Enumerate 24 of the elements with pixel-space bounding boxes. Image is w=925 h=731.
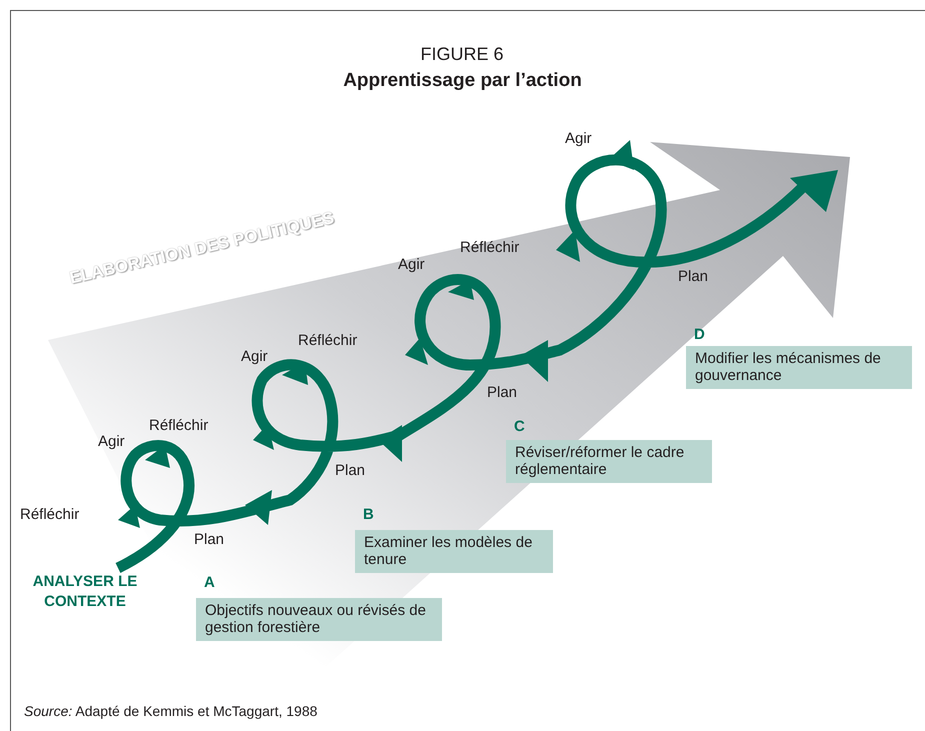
step-letter: B [363, 506, 374, 523]
figure-title: Apprentissage par l’action [342, 70, 583, 92]
stage-label: Agir [565, 131, 592, 148]
stage-label: Agir [398, 257, 425, 274]
text-box: Examiner les modèles de tenure [355, 530, 553, 572]
start-label: ANALYSER LE CONTEXTE [32, 572, 138, 612]
stage-label: Plan [335, 463, 366, 480]
step-letter: A [204, 574, 215, 591]
stage-label: Plan [487, 385, 518, 402]
step-letter: C [514, 418, 525, 435]
text-box: Modifier les mécanismes de gouvernance [686, 346, 912, 388]
stage-label: Agir [241, 349, 268, 366]
text-box: Réviser/réformer le cadre réglementaire [506, 440, 712, 482]
stage-label: Agir [98, 434, 125, 450]
stage-label: Réfléchir [298, 333, 358, 350]
figure-number: FIGURE 6 [419, 45, 504, 65]
step-letter: D [694, 326, 705, 343]
stage-label: Réfléchir [20, 507, 80, 524]
text-box: Objectifs nouveaux ou révisés de gestion forestière [196, 598, 442, 640]
source-note: Source: Adapté de Kemmis et McTaggart, 1988 [24, 703, 318, 719]
stage-label: Plan [678, 269, 708, 286]
stage-label: Réfléchir [149, 418, 208, 434]
stage-label: Réfléchir [460, 240, 520, 256]
stage-label: Plan [194, 532, 224, 548]
